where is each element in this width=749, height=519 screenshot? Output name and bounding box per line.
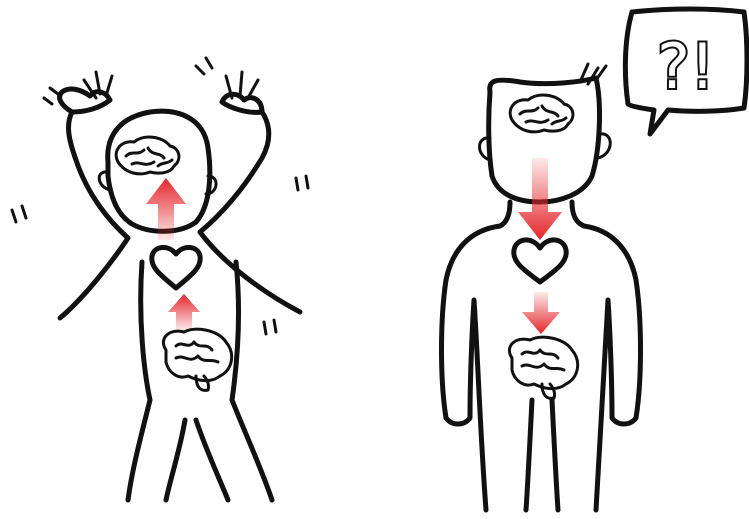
confused-figure: ?!: [442, 9, 748, 510]
heart-icon: [152, 247, 200, 288]
brain-icon: [510, 95, 573, 132]
up-arrow-icon: [168, 294, 200, 330]
heart-icon: [514, 240, 566, 282]
excited-figure: [12, 58, 308, 500]
excited-figure-hair-right: [226, 72, 258, 98]
gut-icon: [509, 337, 577, 398]
down-arrow-icon: [522, 292, 560, 334]
excited-figure-hand-left: [60, 89, 110, 112]
speech-bubble-text: ?!: [657, 30, 715, 103]
speech-bubble-icon: ?!: [625, 9, 747, 134]
gut-icon: [163, 329, 231, 390]
excited-figure-hand-right: [222, 94, 262, 112]
brain-icon: [116, 137, 179, 174]
